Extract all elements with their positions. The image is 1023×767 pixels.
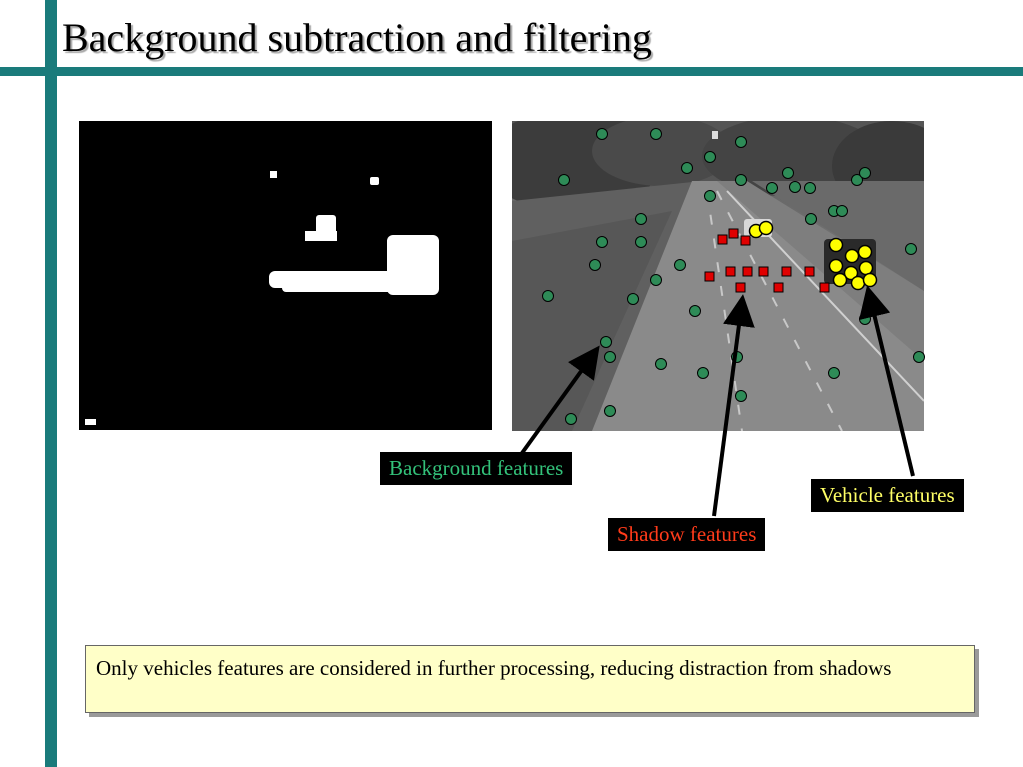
- shadow-feature-marker: [736, 283, 745, 292]
- shadow-features-label: Shadow features: [608, 518, 765, 551]
- background-feature-marker: [651, 275, 662, 286]
- background-feature-marker: [682, 163, 693, 174]
- vehicle-arrow: [869, 293, 913, 476]
- shadow-feature-marker: [741, 236, 750, 245]
- background-feature-marker: [698, 368, 709, 379]
- shadow-arrow: [714, 302, 742, 516]
- background-feature-marker: [705, 152, 716, 163]
- background-feature-marker: [559, 175, 570, 186]
- vehicle-features-label: Vehicle features: [811, 479, 964, 512]
- background-feature-marker: [906, 244, 917, 255]
- shadow-feature-marker: [782, 267, 791, 276]
- background-feature-marker: [597, 129, 608, 140]
- shadow-feature-marker: [805, 267, 814, 276]
- background-feature-marker: [860, 168, 871, 179]
- vehicle-feature-marker: [860, 262, 873, 275]
- shadow-feature-marker: [774, 283, 783, 292]
- background-feature-marker: [601, 337, 612, 348]
- vehicle-feature-marker: [834, 274, 847, 287]
- background-feature-marker: [590, 260, 601, 271]
- vehicle-feature-marker: [846, 250, 859, 263]
- shadow-feature-marker: [743, 267, 752, 276]
- background-feature-marker: [837, 206, 848, 217]
- background-feature-marker: [736, 175, 747, 186]
- background-feature-marker: [597, 237, 608, 248]
- shadow-feature-marker: [705, 272, 714, 281]
- shadow-feature-markers: [705, 229, 829, 292]
- background-feature-marker: [914, 352, 925, 363]
- background-feature-marker: [628, 294, 639, 305]
- background-feature-marker: [783, 168, 794, 179]
- background-feature-marker: [805, 183, 816, 194]
- vehicle-feature-marker: [830, 239, 843, 252]
- vehicle-feature-marker: [760, 222, 773, 235]
- vehicle-feature-marker: [852, 277, 865, 290]
- background-feature-marker: [566, 414, 577, 425]
- background-feature-marker: [605, 406, 616, 417]
- background-feature-marker: [636, 214, 647, 225]
- background-feature-marker: [675, 260, 686, 271]
- background-feature-marker: [651, 129, 662, 140]
- background-feature-marker: [543, 291, 554, 302]
- shadow-feature-marker: [718, 235, 727, 244]
- background-feature-marker: [636, 237, 647, 248]
- shadow-feature-marker: [726, 267, 735, 276]
- vehicle-feature-marker: [859, 246, 872, 259]
- background-arrow: [517, 352, 595, 460]
- background-feature-marker: [736, 391, 747, 402]
- background-feature-marker: [806, 214, 817, 225]
- vehicle-feature-marker: [830, 260, 843, 273]
- background-feature-marker: [860, 314, 871, 325]
- background-feature-marker: [705, 191, 716, 202]
- background-feature-marker: [656, 359, 667, 370]
- background-feature-marker: [605, 352, 616, 363]
- shadow-feature-marker: [729, 229, 738, 238]
- shadow-feature-marker: [820, 283, 829, 292]
- background-feature-marker: [690, 306, 701, 317]
- background-feature-marker: [829, 368, 840, 379]
- vehicle-feature-markers: [750, 222, 877, 290]
- vehicle-feature-marker: [864, 274, 877, 287]
- background-feature-marker: [790, 182, 801, 193]
- shadow-feature-marker: [759, 267, 768, 276]
- background-features-label: Background features: [380, 452, 572, 485]
- note-box: Only vehicles features are considered in…: [85, 645, 975, 713]
- background-feature-marker: [767, 183, 778, 194]
- background-feature-marker: [736, 137, 747, 148]
